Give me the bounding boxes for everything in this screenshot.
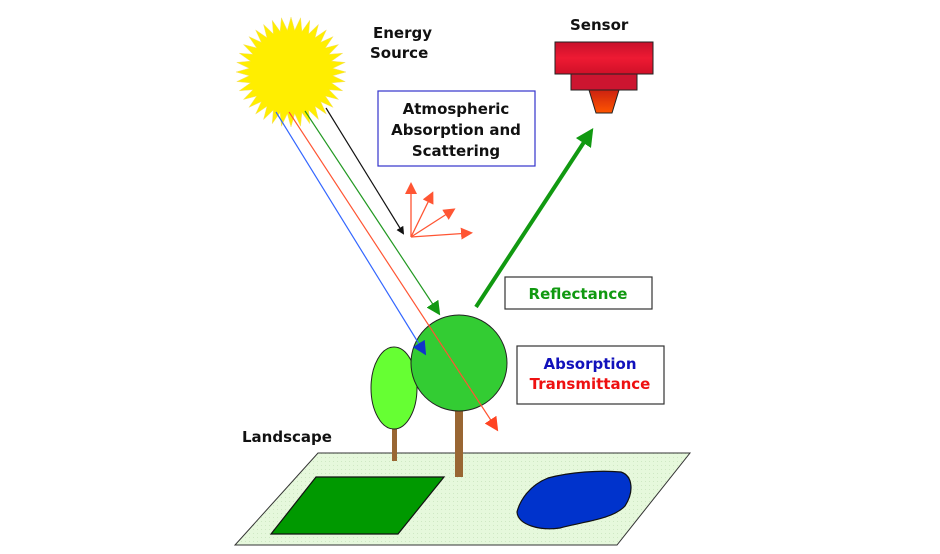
- big-tree-crown: [410, 314, 508, 412]
- atmosphere-label-1: Atmospheric: [403, 100, 510, 118]
- ray-black: [325, 107, 405, 235]
- sun-body: [235, 16, 347, 128]
- ray-red: [288, 111, 499, 432]
- field-patch: [269, 476, 446, 535]
- energy-source-label: Energy: [373, 24, 432, 42]
- absorption-transmittance-box: [516, 345, 665, 405]
- small-tree-trunk: [392, 425, 397, 461]
- big-tree-trunk: [455, 410, 463, 477]
- ray-blue: [275, 111, 427, 356]
- sun-icon: [235, 16, 347, 128]
- ray-green: [304, 110, 441, 316]
- energy-source-label-2: Source: [370, 44, 428, 62]
- lake: [516, 470, 632, 530]
- absorption-label: Absorption: [543, 355, 636, 373]
- scattering-arrows: [405, 182, 473, 240]
- landscape-label: Landscape: [242, 428, 332, 446]
- sensor-icon: [554, 41, 654, 114]
- atmosphere-label-3: Scattering: [412, 142, 500, 160]
- reflectance-box: [504, 276, 653, 310]
- sensor-label: Sensor: [570, 16, 629, 34]
- atmosphere-label-2: Absorption and: [391, 121, 521, 139]
- transmittance-label: Transmittance: [530, 375, 651, 393]
- atmosphere-box: [377, 90, 536, 167]
- reflectance-arrow: [474, 127, 594, 309]
- small-tree-crown: [370, 346, 418, 430]
- reflectance-label: Reflectance: [529, 285, 628, 303]
